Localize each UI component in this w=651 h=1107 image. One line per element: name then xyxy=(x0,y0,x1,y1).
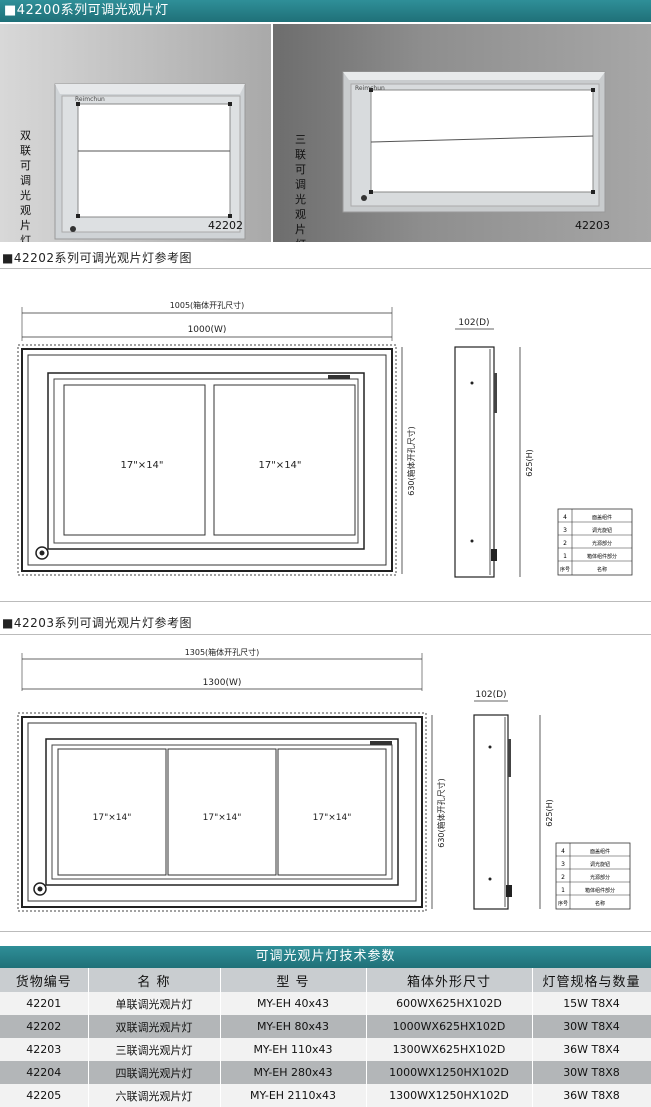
dim-width: 1300(W) xyxy=(203,678,242,688)
col-header: 货物编号 xyxy=(0,968,89,992)
dim-outer-width: 1305(箱体开孔尺寸) xyxy=(185,647,260,657)
legend-name: 面盖组件 xyxy=(590,848,610,855)
spec-section: 可调光观片灯技术参数 货物编号 名 称 型 号 箱体外形尺寸 灯管规格与数量 4… xyxy=(0,946,651,1107)
spec-header-row: 货物编号 名 称 型 号 箱体外形尺寸 灯管规格与数量 xyxy=(0,968,651,992)
cell: 36W T8X4 xyxy=(532,1038,651,1061)
drawing1-title: ■42202系列可调光观片灯参考图 xyxy=(2,251,193,265)
legend-no: 序号 xyxy=(558,900,568,907)
cell: MY-EH 40x43 xyxy=(220,992,367,1015)
dim-depth: 102(D) xyxy=(475,690,506,700)
cell: 15W T8X4 xyxy=(532,992,651,1015)
legend-name: 名称 xyxy=(597,566,607,573)
legend-name: 光源部分 xyxy=(592,540,612,547)
photo-right-code: 42203 xyxy=(575,219,610,232)
legend-name: 面盖组件 xyxy=(592,514,612,521)
cell: 600WX625HX102D xyxy=(366,992,533,1015)
legend-name: 光源部分 xyxy=(590,874,610,881)
brand-logo: Reimchun xyxy=(75,96,105,103)
cell: 30W T8X4 xyxy=(532,1015,651,1038)
table-row: 42203 三联调光观片灯 MY-EH 110x43 1300WX625HX10… xyxy=(0,1038,651,1061)
spec-table: 货物编号 名 称 型 号 箱体外形尺寸 灯管规格与数量 42201 单联调光观片… xyxy=(0,968,651,1107)
spec-title: 可调光观片灯技术参数 xyxy=(0,946,651,968)
film-size-3: 17"×14" xyxy=(313,813,352,823)
cell: 单联调光观片灯 xyxy=(88,992,221,1015)
photo-left-label: 双联可调光观片灯 xyxy=(20,129,31,242)
cell: 36W T8X8 xyxy=(532,1084,651,1107)
film-size-2: 17"×14" xyxy=(203,813,242,823)
cell: 1300WX1250HX102D xyxy=(366,1084,533,1107)
drawing2-title: ■42203系列可调光观片灯参考图 xyxy=(2,616,193,630)
legend-no: 2 xyxy=(561,874,565,881)
film-size-1: 17"×14" xyxy=(120,460,163,471)
cell: 42202 xyxy=(0,1015,89,1038)
cell: 42204 xyxy=(0,1061,89,1084)
cell: 42205 xyxy=(0,1084,89,1107)
dim-height: 625(H) xyxy=(525,449,534,477)
col-header: 型 号 xyxy=(220,968,367,992)
table-row: 42205 六联调光观片灯 MY-EH 2110x43 1300WX1250HX… xyxy=(0,1084,651,1107)
cell: 1000WX625HX102D xyxy=(366,1015,533,1038)
cell: MY-EH 280x43 xyxy=(220,1061,367,1084)
cell: MY-EH 2110x43 xyxy=(220,1084,367,1107)
double-viewer-image: Reimchun xyxy=(54,83,246,240)
film-size-2: 17"×14" xyxy=(258,460,301,471)
parts-legend: 4 面盖组件 3 调光旋钮 2 光源部分 1 箱体组件部分 序号 名称 xyxy=(557,508,633,576)
dim-hole-height: 630(箱体开孔尺寸) xyxy=(406,426,416,496)
legend-no: 4 xyxy=(563,514,567,521)
legend-name: 箱体组件部分 xyxy=(587,553,617,560)
cell: 30W T8X8 xyxy=(532,1061,651,1084)
legend-no: 序号 xyxy=(560,566,570,573)
series-header: ■42200系列可调光观片灯 xyxy=(0,0,651,22)
dim-hole-height: 630(箱体开孔尺寸) xyxy=(436,778,446,848)
photo-right-label: 三联可调光观片灯 xyxy=(295,133,306,242)
legend-no: 2 xyxy=(563,540,567,547)
film-size-1: 17"×14" xyxy=(93,813,132,823)
legend-name: 调光旋钮 xyxy=(590,861,610,868)
legend-name: 箱体组件部分 xyxy=(585,887,615,894)
legend-no: 1 xyxy=(563,553,567,560)
dim-width: 1000(W) xyxy=(188,325,227,335)
dim-outer-width: 1005(箱体开孔尺寸) xyxy=(170,300,245,310)
table-row: 42202 双联调光观片灯 MY-EH 80x43 1000WX625HX102… xyxy=(0,1015,651,1038)
cell: 42201 xyxy=(0,992,89,1015)
legend-name: 名称 xyxy=(595,900,605,907)
table-row: 42204 四联调光观片灯 MY-EH 280x43 1000WX1250HX1… xyxy=(0,1061,651,1084)
cell: MY-EH 110x43 xyxy=(220,1038,367,1061)
photo-triple-viewer: Reimchun 三联可调光观片灯 42203 xyxy=(273,24,651,242)
legend-no: 3 xyxy=(561,861,565,868)
photo-double-viewer: Reimchun 双联可调光观片灯 42202 xyxy=(0,24,271,242)
cell: 四联调光观片灯 xyxy=(88,1061,221,1084)
cell: 42203 xyxy=(0,1038,89,1061)
table-row: 42201 单联调光观片灯 MY-EH 40x43 600WX625HX102D… xyxy=(0,992,651,1015)
legend-no: 1 xyxy=(561,887,565,894)
drawing2-panel: 1305(箱体开孔尺寸) 1300(W) 17"×14" 17"×14" 17"… xyxy=(0,634,651,932)
cell: 三联调光观片灯 xyxy=(88,1038,221,1061)
legend-no: 4 xyxy=(561,848,565,855)
cell: MY-EH 80x43 xyxy=(220,1015,367,1038)
legend-no: 3 xyxy=(563,527,567,534)
dim-height: 625(H) xyxy=(545,799,554,827)
cell: 六联调光观片灯 xyxy=(88,1084,221,1107)
drawing1-panel: 1005(箱体开孔尺寸) 1000(W) 17"×14" 17"×14" 630… xyxy=(0,268,651,602)
photo-left-code: 42202 xyxy=(208,219,243,232)
brand-logo: Reimchun xyxy=(355,85,385,92)
cell: 双联调光观片灯 xyxy=(88,1015,221,1038)
cell: 1000WX1250HX102D xyxy=(366,1061,533,1084)
triple-viewer-image: Reimchun xyxy=(342,71,606,213)
dim-depth: 102(D) xyxy=(458,318,489,328)
col-header: 灯管规格与数量 xyxy=(532,968,651,992)
parts-legend: 4 面盖组件 3 调光旋钮 2 光源部分 1 箱体组件部分 序号 名称 xyxy=(555,842,631,910)
legend-name: 调光旋钮 xyxy=(592,527,612,534)
col-header: 名 称 xyxy=(88,968,221,992)
cell: 1300WX625HX102D xyxy=(366,1038,533,1061)
col-header: 箱体外形尺寸 xyxy=(366,968,533,992)
